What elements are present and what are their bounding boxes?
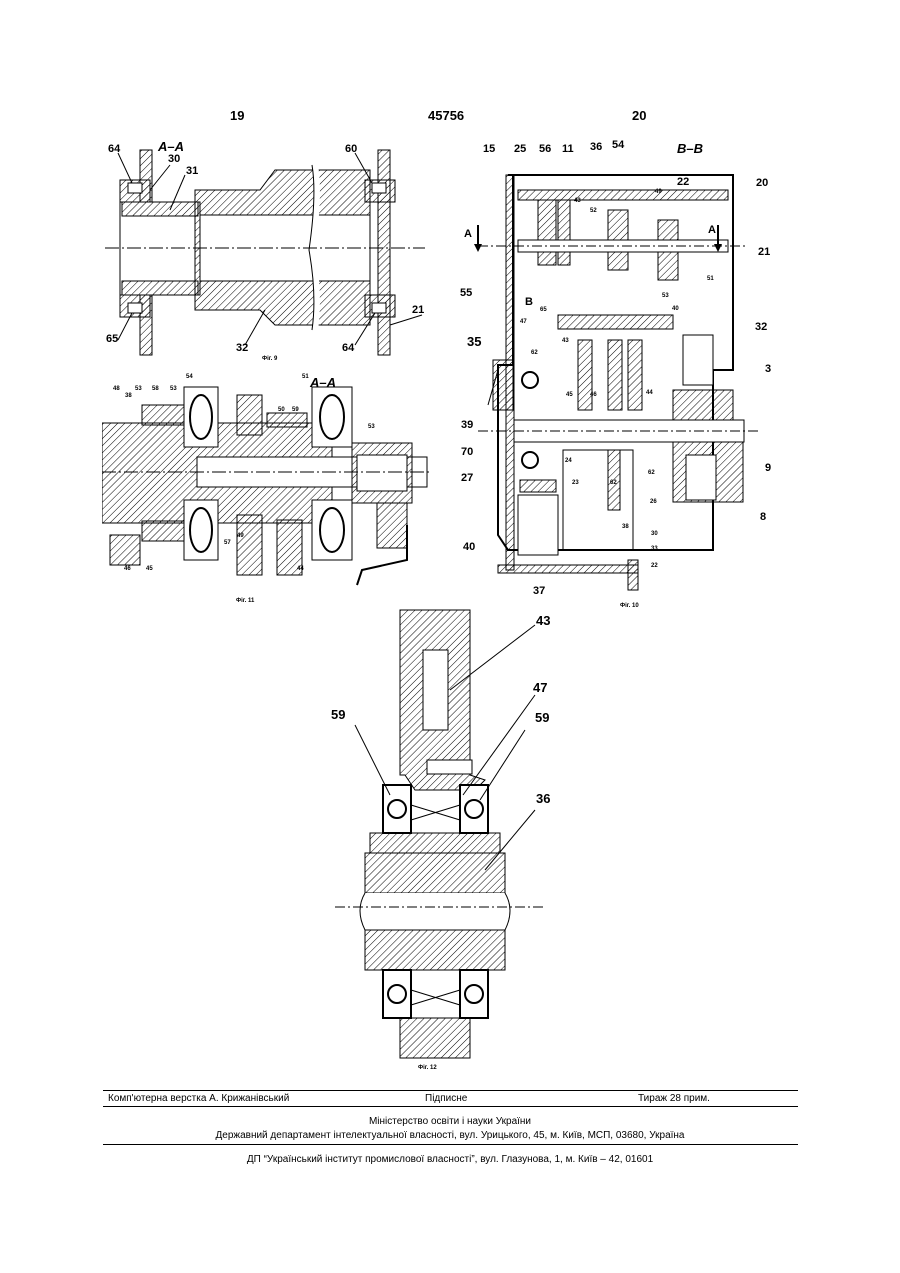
fig10-label-47: 47: [520, 319, 527, 325]
fig10-label-62a: 62: [531, 350, 538, 356]
fig10-label-70: 70: [461, 446, 473, 458]
footer-institute: ДП “Український інститут промислової вла…: [0, 1154, 900, 1165]
fig10-label-23: 23: [572, 480, 579, 486]
fig10-label-3: 3: [765, 363, 771, 375]
fig12-caption: Фіг. 12: [418, 1065, 437, 1071]
fig10-label-37: 37: [533, 585, 545, 597]
fig11-label-53b: 53: [170, 386, 177, 392]
fig10-label-51: 51: [707, 276, 714, 282]
fig11-caption: Фіг. 11: [236, 598, 254, 604]
fig10-label-9: 9: [765, 462, 771, 474]
fig11-drawing: [102, 375, 432, 590]
fig10-drawing: [458, 140, 780, 605]
footer-circulation: Тираж 28 прим.: [638, 1093, 710, 1104]
fig11-label-46: 46: [124, 566, 131, 572]
fig10-label-35: 35: [467, 334, 481, 349]
fig10-label-26: 26: [650, 499, 657, 505]
fig11-label-53a: 53: [135, 386, 142, 392]
fig10-label-46: 46: [590, 392, 597, 398]
fig9-label-60: 60: [345, 143, 357, 155]
fig11-label-50: 50: [278, 407, 285, 413]
fig10-label-8: 8: [760, 511, 766, 523]
fig10-section-a-right: А: [708, 224, 716, 236]
fig11-label-54: 54: [186, 374, 193, 380]
fig10-label-27: 27: [461, 472, 473, 484]
right-page-number: 20: [632, 108, 646, 123]
fig11-label-48: 48: [113, 386, 120, 392]
fig9-caption: Фіг. 9: [262, 356, 277, 362]
fig10-label-11: 11: [562, 143, 574, 155]
fig10-label-40b: 40: [463, 541, 475, 553]
fig11-label-58: 58: [152, 386, 159, 392]
left-page-number: 19: [230, 108, 244, 123]
fig10-label-43a: 43: [574, 198, 581, 204]
fig10-label-43b: 43: [562, 338, 569, 344]
fig12-label-59-right: 59: [535, 710, 549, 725]
fig10-label-22b: 22: [651, 563, 658, 569]
fig9-label-21: 21: [412, 304, 424, 316]
fig12-label-59-left: 59: [331, 707, 345, 722]
fig11-label-38: 38: [125, 393, 132, 399]
fig10-label-52: 52: [590, 208, 597, 214]
fig10-label-45: 45: [566, 392, 573, 398]
fig10-label-39: 39: [461, 419, 473, 431]
footer-rule-mid: [103, 1106, 798, 1107]
fig12-drawing: [335, 605, 545, 1065]
fig9-label-30: 30: [168, 153, 180, 165]
fig10-label-44: 44: [646, 390, 653, 396]
fig10-label-55: 55: [460, 287, 472, 299]
fig11-label-44: 44: [297, 566, 304, 572]
fig10-label-62c: 62: [610, 480, 617, 486]
fig12-label-36: 36: [536, 791, 550, 806]
fig10-label-15: 15: [483, 143, 495, 155]
fig10-label-33: 33: [651, 546, 658, 552]
footer-composer: Комп'ютерна верстка А. Крижанівський: [108, 1093, 289, 1104]
footer-signed: Підписне: [425, 1093, 467, 1104]
fig10-label-24: 24: [565, 458, 572, 464]
fig10-label-21: 21: [758, 246, 770, 258]
fig10-caption: Фіг. 10: [620, 603, 639, 609]
footer-rule-bottom: [103, 1144, 798, 1145]
fig10-label-22a: 22: [677, 176, 689, 188]
fig12-label-43: 43: [536, 613, 550, 628]
fig10-label-40a: 40: [672, 306, 679, 312]
fig9-label-32: 32: [236, 342, 248, 354]
fig11-label-51: 51: [302, 374, 309, 380]
fig10-label-20: 20: [756, 177, 768, 189]
fig10-label-56: 56: [539, 143, 551, 155]
fig9-label-65: 65: [106, 333, 118, 345]
fig10-label-65: 65: [540, 307, 547, 313]
fig9-drawing: [100, 135, 430, 365]
fig10-label-30: 30: [651, 531, 658, 537]
fig10-label-36: 36: [590, 141, 602, 153]
fig9-label-64a: 64: [108, 143, 120, 155]
fig11-label-59: 59: [292, 407, 299, 413]
fig10-label-62b: 62: [648, 470, 655, 476]
fig10-label-49: 49: [655, 189, 662, 195]
fig9-label-64b: 64: [342, 342, 354, 354]
fig11-label-53c: 53: [368, 424, 375, 430]
footer-department: Державний департамент інтелектуальної вл…: [0, 1130, 900, 1141]
footer-rule-top: [103, 1090, 798, 1091]
patent-number: 45756: [428, 108, 464, 123]
fig10-label-38: 38: [622, 524, 629, 530]
footer-ministry: Міністерство освіти і науки України: [0, 1116, 900, 1127]
fig10-label-32: 32: [755, 321, 767, 333]
fig9-label-31: 31: [186, 165, 198, 177]
fig10-section-a-left: А: [464, 228, 472, 240]
fig11-section-label: А–А: [310, 375, 336, 390]
fig10-section-b: В: [525, 296, 533, 308]
fig11-label-57: 57: [224, 540, 231, 546]
fig10-section-label: В–В: [677, 141, 703, 156]
fig10-label-54: 54: [612, 139, 624, 151]
fig10-label-25: 25: [514, 143, 526, 155]
fig10-label-53: 53: [662, 293, 669, 299]
fig9-section-label: А–А: [158, 139, 184, 154]
fig12-label-47: 47: [533, 680, 547, 695]
fig11-label-45: 45: [146, 566, 153, 572]
fig11-label-49: 49: [237, 533, 244, 539]
